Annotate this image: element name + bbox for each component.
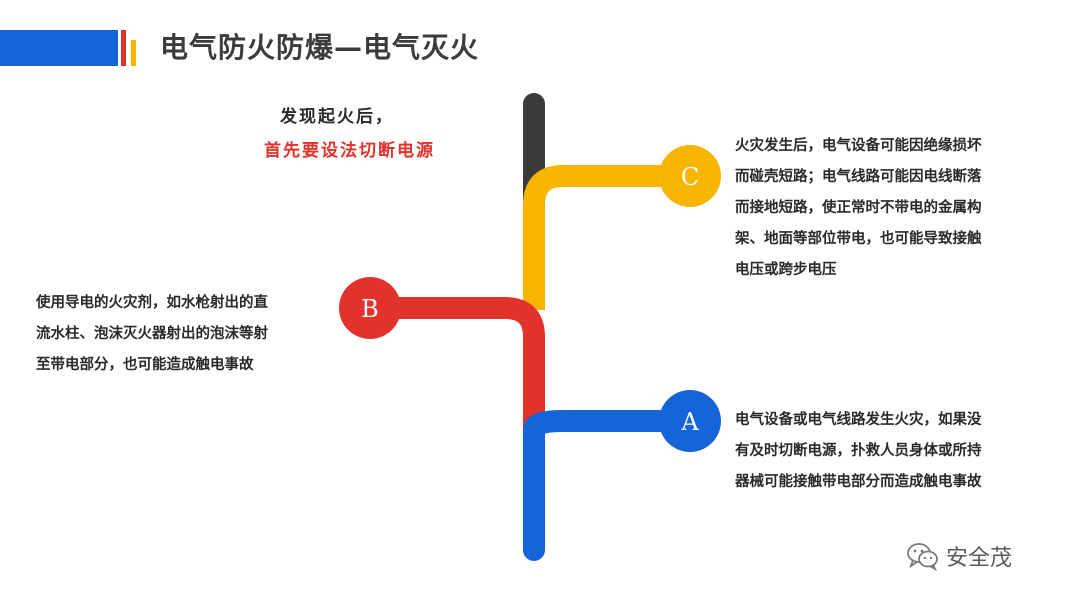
lead-line-2: 首先要设法切断电源 xyxy=(264,141,435,161)
header-yellow-bar xyxy=(131,40,136,66)
node-c-letter: C xyxy=(681,163,699,191)
node-a-line: 器械可能接触带电部分而造成触电事故 xyxy=(735,474,982,490)
node-b-line: 至带电部分，也可能造成触电事故 xyxy=(36,357,254,373)
node-a-line: 电气设备或电气线路发生火灾，如果没 xyxy=(735,412,982,428)
node-a-circle xyxy=(659,390,721,452)
node-a-description: 电气设备或电气线路发生火灾，如果没 有及时切断电源，扑救人员身体或所持 器械可能… xyxy=(735,405,1035,498)
node-c-circle xyxy=(659,145,721,207)
node-a-line: 有及时切断电源，扑救人员身体或所持 xyxy=(735,443,982,459)
node-c-line: 而碰壳短路；电气线路可能因电线断落 xyxy=(735,169,982,185)
branch-red xyxy=(370,297,545,440)
watermark-text: 安全茂 xyxy=(946,546,1013,571)
node-c-line: 架、地面等部位带电，也可能导致接触 xyxy=(735,231,982,247)
header-red-bar xyxy=(121,30,126,66)
branch-blue xyxy=(523,410,701,561)
page-title: 电气防火防爆—电气灭火 xyxy=(160,31,480,64)
branch-yellow xyxy=(523,165,690,310)
node-c-description: 火灾发生后，电气设备可能因绝缘损坏 而碰壳短路；电气线路可能因电线断落 而接地短… xyxy=(735,131,1035,286)
node-b-letter: B xyxy=(361,295,379,323)
node-c-line: 电压或跨步电压 xyxy=(735,262,837,278)
node-b-description: 使用导电的火灾剂，如水枪射出的直 流水柱、泡沫灭火器射出的泡沫等射 至带电部分，… xyxy=(36,288,326,381)
node-b-line: 流水柱、泡沫灭火器射出的泡沫等射 xyxy=(36,326,268,342)
node-a-letter: A xyxy=(680,408,699,436)
node-c-line: 而接地短路，使正常时不带电的金属构 xyxy=(735,200,982,216)
node-c-line: 火灾发生后，电气设备可能因绝缘损坏 xyxy=(735,138,982,154)
node-b-circle xyxy=(339,277,401,339)
wechat-icon xyxy=(907,543,938,571)
watermark: 安全茂 xyxy=(906,539,1012,573)
lead-line-1: 发现起火后， xyxy=(280,107,394,127)
header-blue-bar xyxy=(0,30,118,66)
node-b-line: 使用导电的火灾剂，如水枪射出的直 xyxy=(36,295,268,311)
